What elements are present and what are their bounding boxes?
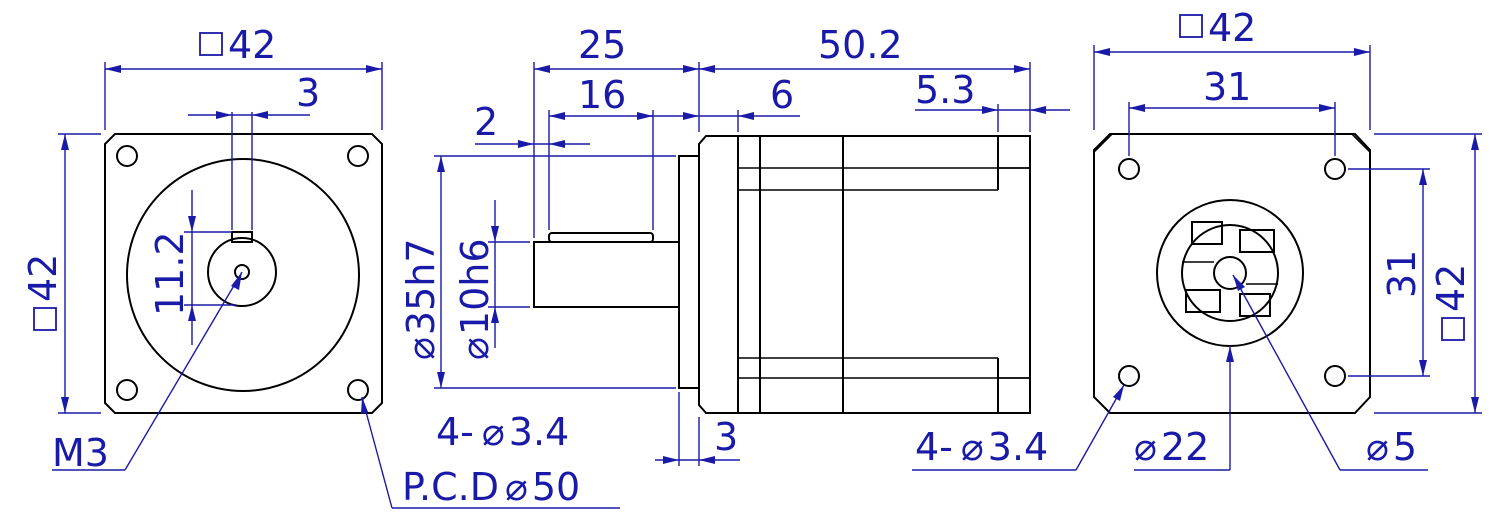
rear-mount-hole <box>1324 158 1346 180</box>
front-pilot-circle <box>126 158 360 392</box>
front-mount-hole <box>347 379 369 401</box>
rear-holes-count: 4- <box>915 425 953 469</box>
side-key <box>548 232 654 243</box>
side-pilot <box>678 155 700 389</box>
side-shaft-length-label: 25 <box>578 23 626 67</box>
front-thread-label: M3 <box>52 431 109 475</box>
side-body-length-label: 50.2 <box>818 23 903 67</box>
front-mount-hole <box>347 145 369 167</box>
front-width-label: 42 <box>228 23 276 67</box>
front-flat-label: 11.2 <box>148 231 192 316</box>
front-holes-count: 4- <box>436 410 474 454</box>
side-body <box>737 135 1031 414</box>
svg-text:4-⌀3.4: 4-⌀3.4 <box>436 410 569 454</box>
svg-text:⌀35h7: ⌀35h7 <box>399 238 443 360</box>
svg-text:⌀5: ⌀5 <box>1366 425 1417 469</box>
svg-text:⌀22: ⌀22 <box>1134 425 1209 469</box>
front-keyway-label: 3 <box>296 71 320 115</box>
rear-mount-hole <box>1324 365 1346 387</box>
rear-inner-circle <box>1181 224 1279 322</box>
side-pilot-depth-label: 3 <box>714 415 738 459</box>
rear-bore <box>1213 256 1247 290</box>
rear-hub-circle <box>1156 199 1304 347</box>
side-shaft-dia-label: 10h6 <box>453 238 497 335</box>
rear-bore-dia-label: 5 <box>1393 425 1417 469</box>
rear-mount-hole <box>1118 158 1140 180</box>
side-key-length-label: 16 <box>578 73 626 117</box>
rear-width-label: 42 <box>1208 6 1256 50</box>
rear-flange-outline <box>1093 133 1371 414</box>
rear-mount-hole <box>1118 365 1140 387</box>
side-flange-step-label: 6 <box>770 73 794 117</box>
side-view: 25 50.2 16 6 5.3 2 <box>399 23 1070 466</box>
front-flange-outline <box>104 133 383 414</box>
front-key <box>231 231 253 243</box>
pcd-diameter: 50 <box>532 465 580 509</box>
rear-view: 42 31 31 42 4-⌀3.4 <box>912 6 1482 471</box>
side-rear-step-label: 5.3 <box>915 68 975 112</box>
rear-hub-dia-label: 22 <box>1161 425 1209 469</box>
front-height-label: 42 <box>21 254 65 302</box>
front-holes-diameter: 3.4 <box>509 410 569 454</box>
side-key-offset-label: 2 <box>474 100 498 144</box>
rear-hole-spacing-v-label: 31 <box>1380 250 1424 298</box>
front-mount-hole <box>116 145 138 167</box>
svg-text:P.C.D⌀50: P.C.D⌀50 <box>402 465 580 509</box>
front-mount-hole <box>116 379 138 401</box>
rear-height-label: 42 <box>1429 264 1473 312</box>
side-flange <box>698 135 739 414</box>
svg-text:4-⌀3.4: 4-⌀3.4 <box>915 425 1048 469</box>
side-pilot-dia-label: 35h7 <box>399 238 443 335</box>
pcd-label: P.C.D <box>402 465 499 509</box>
front-view: 42 3 42 11.2 M3 <box>21 23 620 509</box>
rear-hole-spacing-h-label: 31 <box>1203 65 1251 109</box>
svg-text:⌀10h6: ⌀10h6 <box>453 238 497 360</box>
side-shaft <box>533 241 680 308</box>
rear-holes-diameter: 3.4 <box>988 425 1048 469</box>
front-thread-hole <box>234 264 250 280</box>
front-shaft-circle <box>207 237 277 307</box>
